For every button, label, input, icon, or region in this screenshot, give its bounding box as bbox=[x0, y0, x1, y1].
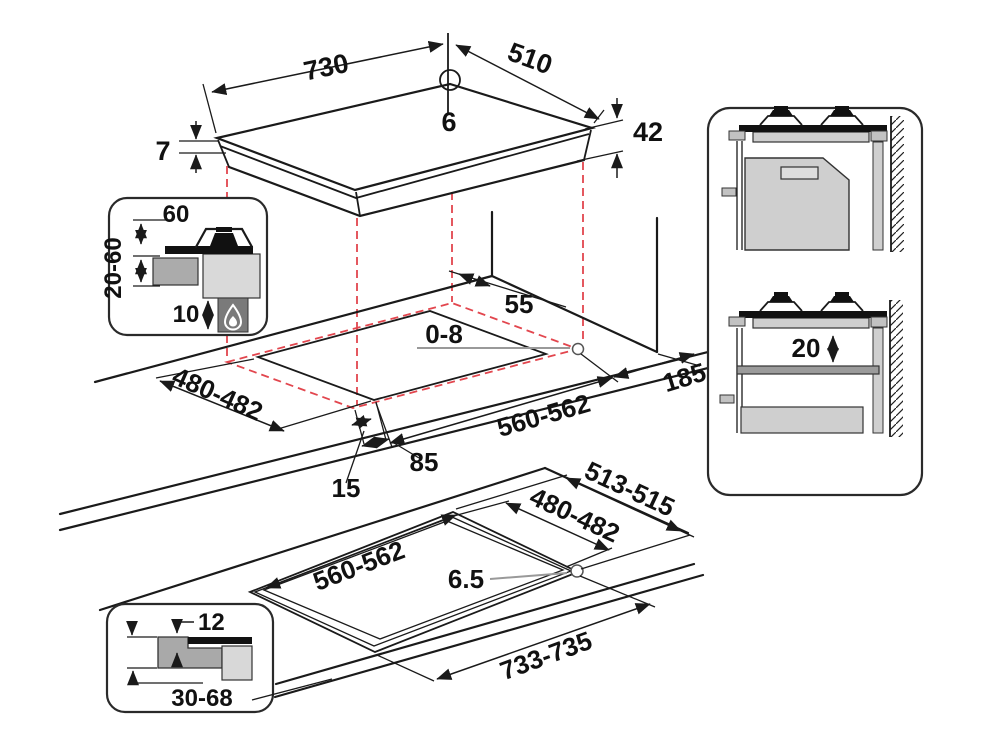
fixing-screw bbox=[721, 187, 737, 197]
dim-length: 730 bbox=[301, 48, 351, 87]
hob-body-bottom bbox=[227, 158, 586, 218]
hob-body-section bbox=[202, 253, 261, 299]
fixing-clamp bbox=[728, 316, 746, 327]
hob-glass-section bbox=[188, 637, 252, 644]
top-isometric-view: 730 510 6 7 42 bbox=[155, 33, 663, 218]
dim-body-height: 42 bbox=[633, 117, 663, 147]
burner bbox=[759, 106, 803, 126]
hob-glass-section bbox=[165, 246, 253, 254]
worktop-right-wall-edge bbox=[490, 274, 659, 354]
shelf bbox=[736, 365, 880, 375]
burner-cap bbox=[210, 233, 238, 246]
dim-corner-radius: 6.5 bbox=[448, 564, 484, 594]
flame-icon bbox=[223, 303, 243, 331]
adjacent-cabinet bbox=[152, 257, 199, 286]
hob-glass-section bbox=[739, 311, 887, 318]
fixing-clamp bbox=[870, 130, 888, 142]
dim-730-line bbox=[211, 41, 444, 95]
wall-section-above-oven bbox=[721, 106, 904, 252]
drawer bbox=[740, 406, 864, 434]
wall-hatch bbox=[890, 300, 903, 437]
wall-hatch bbox=[891, 116, 904, 252]
knob-circle bbox=[439, 69, 461, 91]
burner-top bbox=[216, 227, 232, 232]
corner-radius-marker bbox=[571, 342, 585, 356]
cutout-rect bbox=[255, 310, 549, 401]
projection-lines bbox=[223, 162, 584, 409]
oven-vent bbox=[780, 166, 819, 180]
dim-worktop-thickness: 30-68 bbox=[171, 685, 232, 712]
wall-section-panel: 20 bbox=[706, 106, 924, 497]
fixing-clamp bbox=[870, 316, 888, 328]
dim-shelf-clearance: 20 bbox=[792, 333, 821, 363]
dim-center-offset: 6 bbox=[441, 107, 456, 137]
flush-rebate-detail: 12 30-68 bbox=[105, 602, 275, 714]
dim-510-line bbox=[455, 44, 600, 120]
dim-end-inset: 85 bbox=[410, 447, 439, 477]
oven-below bbox=[744, 157, 850, 251]
dim-glass-thickness: 7 bbox=[155, 136, 170, 166]
dim-cutout-length: 560-562 bbox=[309, 534, 409, 596]
burner bbox=[820, 292, 864, 312]
hob-glass-section bbox=[739, 125, 887, 132]
dim-rebate-depth: 12 bbox=[198, 609, 225, 636]
corner-radius-marker bbox=[570, 564, 584, 578]
hob-glass-top bbox=[213, 82, 597, 192]
dim-corner-radius: 0-8 bbox=[425, 319, 463, 349]
dim-bottom-clearance: 10 bbox=[173, 301, 200, 328]
burner bbox=[820, 106, 864, 126]
dim-outer-length: 733-735 bbox=[496, 625, 596, 686]
hob-underframe bbox=[752, 131, 870, 143]
fixing-screw bbox=[719, 394, 735, 404]
fixing-clamp bbox=[728, 130, 746, 141]
hob-underframe bbox=[752, 317, 870, 329]
detail-leader-line bbox=[251, 678, 333, 701]
hob-glass-edge bbox=[219, 133, 590, 199]
dim-top-clearance: 60 bbox=[163, 201, 190, 228]
hob-body-section bbox=[221, 645, 253, 681]
worktop-back-edge bbox=[93, 274, 494, 384]
worktop-front-edge-2 bbox=[273, 573, 705, 699]
cabinet-side bbox=[872, 327, 884, 434]
cabinet-side bbox=[872, 141, 884, 251]
side-clearance-detail: 60 20-60 10 bbox=[100, 196, 269, 337]
dim-front-inset: 15 bbox=[332, 473, 361, 503]
wall-section-above-shelf: 20 bbox=[719, 292, 903, 437]
dim-side-clearance: 20-60 bbox=[100, 237, 127, 298]
burner bbox=[759, 292, 803, 312]
flush-frame-inner bbox=[262, 520, 565, 640]
gas-connection-box bbox=[217, 297, 249, 333]
dim-cutout-length: 560-562 bbox=[494, 388, 594, 443]
dim-rear-clearance: 55 bbox=[505, 289, 534, 319]
flame-icon-inner bbox=[229, 316, 237, 327]
